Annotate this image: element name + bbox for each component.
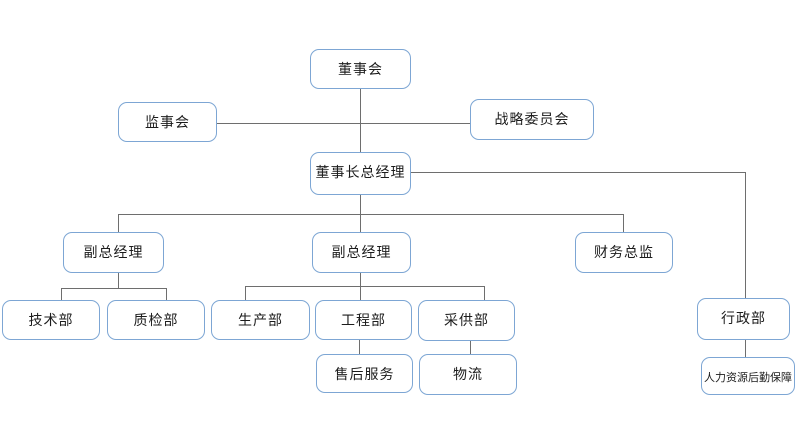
connector-line-deputy-gm-mid-to-bus-3 bbox=[360, 273, 361, 286]
connector-line-bus-1-to-bus-1 bbox=[118, 214, 623, 215]
org-node-label-hr-logistics: 人力资源后勤保障 bbox=[704, 371, 792, 384]
connector-line-chairman-gm-to-admin-branch bbox=[411, 172, 745, 173]
connector-line-chairman-gm-to-bus-1 bbox=[360, 195, 361, 214]
org-node-label-procurement-dept: 采供部 bbox=[444, 313, 489, 329]
org-node-cfo: 财务总监 bbox=[575, 232, 673, 273]
connector-line-bus-2-to-tech-dept bbox=[61, 288, 62, 300]
org-node-label-after-sales: 售后服务 bbox=[334, 367, 395, 383]
org-node-admin-dept: 行政部 bbox=[697, 298, 790, 340]
org-node-label-deputy-gm-left: 副总经理 bbox=[83, 245, 144, 261]
connector-line-board-to-chairman-gm bbox=[360, 89, 361, 152]
connector-line-bus-3-to-procurement-dept bbox=[484, 286, 485, 300]
connector-line-bus-2-to-qc-dept bbox=[166, 288, 167, 300]
org-node-logistics: 物流 bbox=[419, 354, 517, 395]
connector-line-engineering-dept-to-after-sales bbox=[359, 340, 360, 354]
org-node-label-engineering-dept: 工程部 bbox=[341, 313, 386, 329]
org-node-deputy-gm-left: 副总经理 bbox=[63, 232, 164, 273]
org-node-tech-dept: 技术部 bbox=[2, 300, 100, 340]
org-node-label-cfo: 财务总监 bbox=[594, 245, 654, 261]
connector-line-bus-1-to-deputy-gm-mid bbox=[360, 214, 361, 232]
org-node-label-chairman-gm: 董事长总经理 bbox=[315, 165, 406, 181]
org-node-label-board: 董事会 bbox=[338, 62, 383, 78]
org-node-procurement-dept: 采供部 bbox=[418, 300, 515, 341]
connector-line-admin-branch-to-admin-dept bbox=[745, 172, 746, 298]
org-node-chairman-gm: 董事长总经理 bbox=[310, 152, 411, 195]
org-node-hr-logistics: 人力资源后勤保障 bbox=[701, 357, 795, 395]
org-node-label-strategy: 战略委员会 bbox=[494, 112, 570, 128]
org-node-label-deputy-gm-mid: 副总经理 bbox=[331, 245, 392, 261]
org-node-supervisory: 监事会 bbox=[118, 102, 217, 142]
org-node-label-production-dept: 生产部 bbox=[238, 313, 283, 329]
connector-line-bus-2-to-bus-2 bbox=[61, 288, 166, 289]
connector-line-admin-dept-to-hr-logistics bbox=[745, 340, 746, 357]
org-node-label-admin-dept: 行政部 bbox=[721, 311, 766, 327]
org-node-deputy-gm-mid: 副总经理 bbox=[312, 232, 411, 273]
org-node-production-dept: 生产部 bbox=[211, 300, 310, 340]
connector-line-bus-1-to-deputy-gm-left bbox=[118, 214, 119, 232]
connector-line-bus-3-to-engineering-dept bbox=[360, 286, 361, 300]
connector-line-deputy-gm-left-to-bus-2 bbox=[118, 273, 119, 288]
org-node-engineering-dept: 工程部 bbox=[315, 300, 412, 340]
org-node-strategy: 战略委员会 bbox=[470, 99, 594, 140]
org-node-after-sales: 售后服务 bbox=[316, 354, 413, 393]
connector-line-procurement-dept-to-logistics bbox=[470, 341, 471, 354]
org-node-label-supervisory: 监事会 bbox=[145, 115, 190, 131]
org-node-label-logistics: 物流 bbox=[453, 367, 483, 383]
org-node-board: 董事会 bbox=[310, 49, 411, 89]
org-node-label-tech-dept: 技术部 bbox=[28, 313, 74, 329]
connector-line-bus-3-to-production-dept bbox=[245, 286, 246, 300]
org-node-label-qc-dept: 质检部 bbox=[133, 313, 179, 329]
connector-line-supervisory-to-strategy bbox=[217, 123, 470, 124]
org-node-qc-dept: 质检部 bbox=[107, 300, 205, 340]
connector-line-bus-1-to-cfo bbox=[623, 214, 624, 232]
connector-line-bus-3-to-bus-3 bbox=[245, 286, 484, 287]
